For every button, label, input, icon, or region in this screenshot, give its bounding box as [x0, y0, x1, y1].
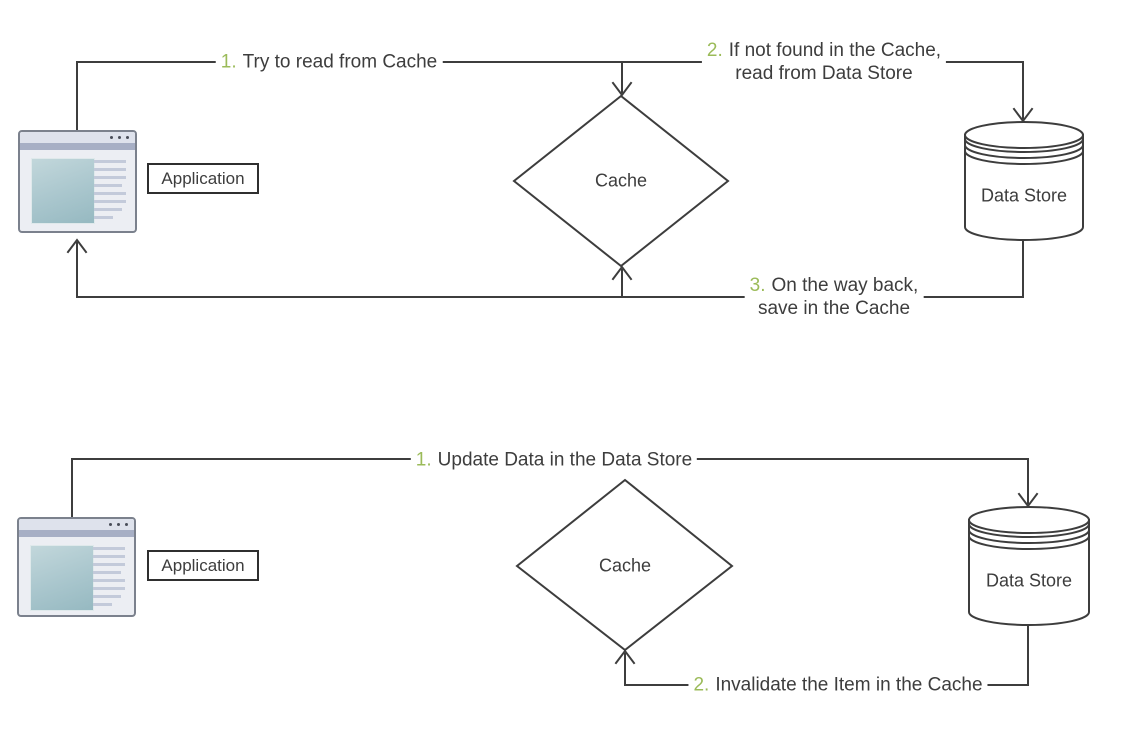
arrowhead-down-into-datastore-icon [1012, 107, 1034, 123]
read-flow-return-connector [76, 239, 1024, 298]
window-content-panel [30, 545, 94, 611]
step-label-read-2: 2.If not found in the Cache, read from D… [701, 39, 947, 85]
datastore-label: Data Store [985, 570, 1073, 591]
window-buttons-icon [109, 523, 128, 526]
arrowhead-up-into-cache-icon [611, 265, 633, 281]
application-label-box: Application [147, 550, 259, 581]
cache-diamond-shape [515, 478, 734, 652]
arrowhead-down-into-datastore-icon [1017, 492, 1039, 508]
step-label-write-1: 1.Update Data in the Data Store [410, 448, 698, 472]
window-content [19, 537, 134, 615]
window-text-lines [93, 547, 125, 611]
window-content-panel [31, 158, 95, 224]
step-number: 2. [706, 40, 723, 61]
step-label-write-2: 2.Invalidate the Item in the Cache [688, 673, 988, 697]
step-label-read-3: 3.On the way back, save in the Cache [744, 274, 924, 320]
window-toolbar-strip [19, 530, 134, 537]
step-number: 2. [693, 674, 710, 696]
window-titlebar [19, 519, 134, 530]
step-number: 1. [415, 449, 432, 471]
read-flow-top-connector [76, 61, 1024, 131]
window-text-lines [94, 160, 126, 224]
window-content [20, 150, 135, 231]
arrowhead-up-into-application-icon [66, 238, 88, 254]
window-toolbar-strip [20, 143, 135, 150]
window-buttons-icon [110, 136, 129, 139]
application-label-box: Application [147, 163, 259, 194]
application-window-icon [18, 130, 137, 233]
step-text: On the way back, [771, 275, 919, 296]
datastore-cylinder-shape [963, 121, 1085, 241]
step-text: If not found in the Cache, [728, 40, 942, 61]
arrowhead-down-into-cache-icon [611, 81, 633, 97]
step-text-line2: save in the Cache [757, 298, 911, 319]
cache-label: Cache [594, 170, 648, 191]
window-titlebar [20, 132, 135, 143]
datastore-label: Data Store [980, 185, 1068, 206]
datastore-cylinder-shape [967, 506, 1091, 626]
step-text: Try to read from Cache [242, 51, 438, 73]
step-text: Invalidate the Item in the Cache [715, 674, 983, 696]
step-text: Update Data in the Data Store [437, 449, 693, 471]
cache-diamond-shape [512, 94, 730, 268]
application-window-icon [17, 517, 136, 617]
step-number: 1. [220, 51, 237, 73]
step-text-line1: 3.On the way back, [750, 274, 919, 297]
step-text-line2: read from Data Store [735, 63, 913, 84]
step-text-line1: 2.If not found in the Cache, [707, 39, 941, 62]
cache-label: Cache [598, 555, 652, 576]
step-label-read-1: 1.Try to read from Cache [215, 50, 443, 74]
step-number: 3. [749, 275, 766, 296]
